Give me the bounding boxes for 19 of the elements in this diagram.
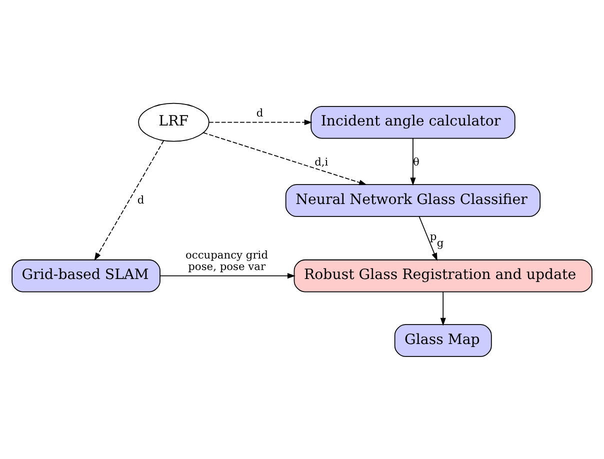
edge-label: pose, pose var <box>188 260 266 273</box>
arrow <box>94 140 164 260</box>
arrow <box>208 119 312 125</box>
edge-label: θ <box>412 155 420 168</box>
node-box: Incident angle calculator <box>310 105 516 138</box>
edge-label: d,i <box>314 155 328 168</box>
arrow <box>440 291 446 326</box>
node-box: Neural Network Glass Classifier <box>285 184 541 216</box>
edge-label: d <box>256 106 264 120</box>
node-ellipse: LRF <box>138 102 210 142</box>
arrow <box>160 272 296 278</box>
edge-label: occupancy grid <box>185 248 268 262</box>
arrow <box>202 132 368 185</box>
arrow <box>410 137 416 186</box>
edge-label: d <box>137 192 144 206</box>
node-box: Robust Glass Registration and update <box>294 258 592 292</box>
node-box: Grid-based SLAM <box>12 258 160 292</box>
node-box: Glass Map <box>394 324 492 356</box>
arrow <box>418 216 438 260</box>
